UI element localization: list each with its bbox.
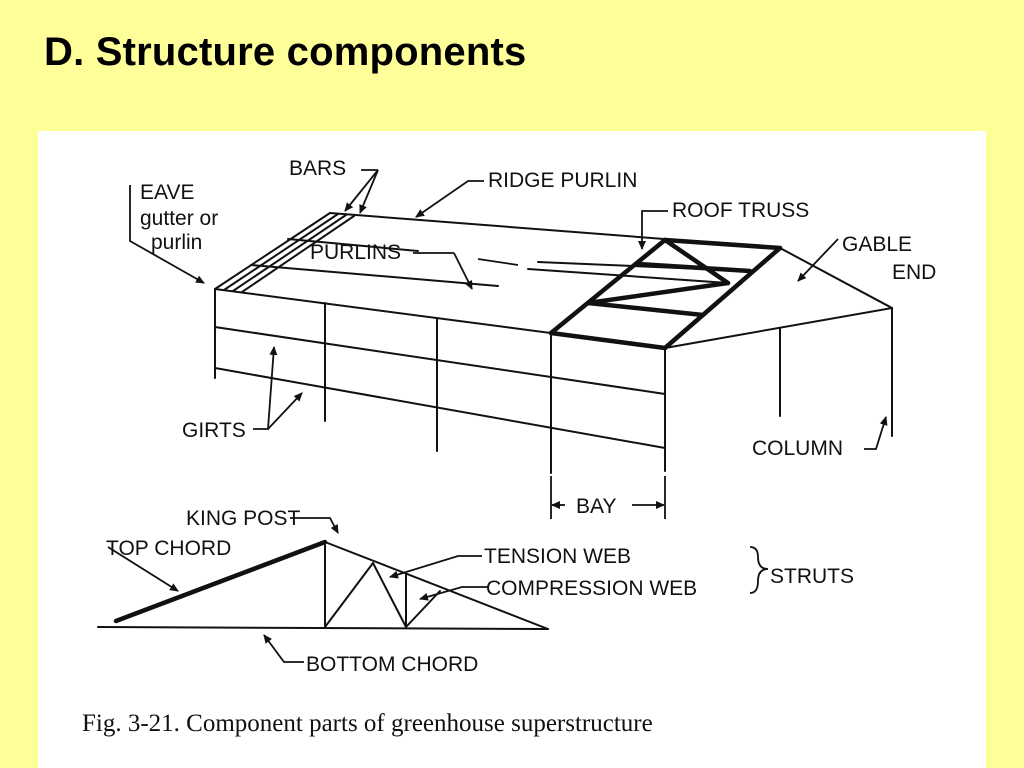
leaders: [129, 169, 888, 519]
label-bay: BAY: [576, 495, 616, 518]
purlin-2: [287, 238, 419, 252]
compression-web-right: [405, 590, 441, 628]
bottom-chord: [97, 626, 549, 630]
label-struts: STRUTS: [770, 565, 854, 588]
top-chord-right: [324, 541, 549, 630]
label-eave-purlin: purlin: [151, 231, 202, 254]
label-purlins: PURLINS: [310, 241, 401, 264]
label-ridge-purlin: RIDGE PURLIN: [488, 169, 637, 192]
top-chord-left: [113, 539, 328, 624]
label-gable-end: END: [892, 261, 936, 284]
label-bottom-chord: BOTTOM CHORD: [306, 653, 478, 676]
gable-slope: [779, 247, 893, 309]
purlin-1: [250, 264, 499, 287]
label-eave: EAVE: [140, 181, 194, 204]
label-column: COLUMN: [752, 437, 843, 460]
greenhouse-frame: [214, 212, 893, 474]
label-top-chord: TOP CHORD: [106, 537, 231, 560]
gable-eave: [664, 307, 893, 349]
label-gable: GABLE: [842, 233, 912, 256]
roof-truss-bay: [548, 237, 783, 351]
compression-web-left: [324, 562, 374, 628]
bar-2: [232, 214, 347, 292]
girt-lower: [214, 367, 666, 449]
girt-upper: [214, 326, 666, 395]
label-compression-web: COMPRESSION WEB: [486, 577, 697, 600]
tension-web: [372, 562, 407, 628]
bar-3: [241, 215, 355, 293]
label-girts: GIRTS: [182, 419, 246, 442]
label-king-post: KING POST: [186, 507, 301, 530]
label-tension-web: TENSION WEB: [484, 545, 631, 568]
truss-detail: [97, 517, 769, 663]
roof-end-edge: [214, 212, 331, 290]
bar-1: [223, 213, 339, 291]
purlin-1b: [527, 268, 729, 284]
figure-panel: EAVE gutter or purlin BARS RIDGE PURLIN …: [38, 131, 986, 768]
greenhouse-structure-diagram: EAVE gutter or purlin BARS RIDGE PURLIN …: [82, 157, 936, 737]
slide-title: D. Structure components: [44, 30, 527, 74]
label-bars: BARS: [289, 157, 346, 180]
figure-caption: Fig. 3-21. Component parts of greenhouse…: [82, 710, 653, 737]
label-eave-gutter: gutter or: [140, 207, 218, 230]
label-roof-truss: ROOF TRUSS: [672, 199, 809, 222]
